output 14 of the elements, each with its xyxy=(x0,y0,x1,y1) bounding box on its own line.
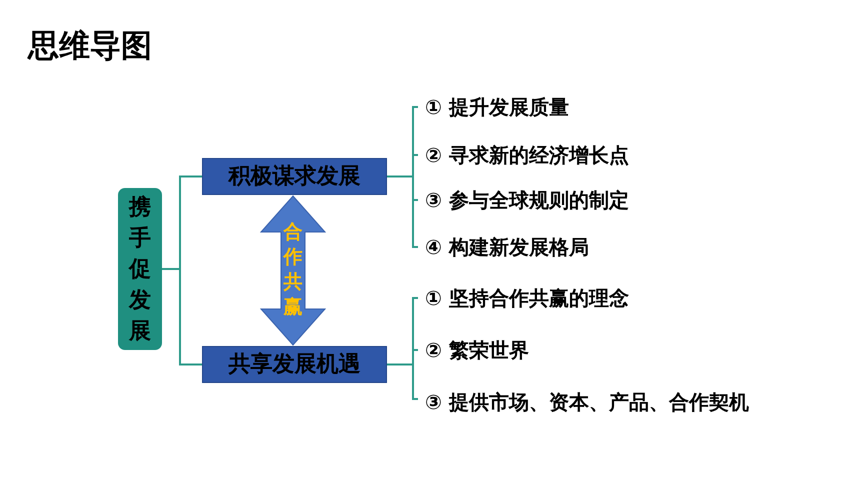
item-text: ① 坚持合作共赢的理念 xyxy=(418,283,738,313)
connector-line xyxy=(387,364,418,400)
connector-line xyxy=(387,176,418,248)
item-text: ② 寻求新的经济增长点 xyxy=(418,140,738,170)
item-text: ② 繁荣世界 xyxy=(418,335,718,365)
item-text: ③ 参与全球规则的制定 xyxy=(418,185,738,215)
title: 思维导图 xyxy=(28,27,152,66)
branch-box: 积极谋求发展 xyxy=(202,158,387,195)
topic-box: 携手促发展 xyxy=(118,188,162,350)
item-text: ③ 提供市场、资本、产品、合作契机 xyxy=(418,387,770,447)
branch-box: 共享发展机遇 xyxy=(202,346,387,383)
item-text: ④ 构建新发展格局 xyxy=(418,232,718,262)
connector-line xyxy=(162,268,202,366)
item-text: ① 提升发展质量 xyxy=(418,92,718,122)
